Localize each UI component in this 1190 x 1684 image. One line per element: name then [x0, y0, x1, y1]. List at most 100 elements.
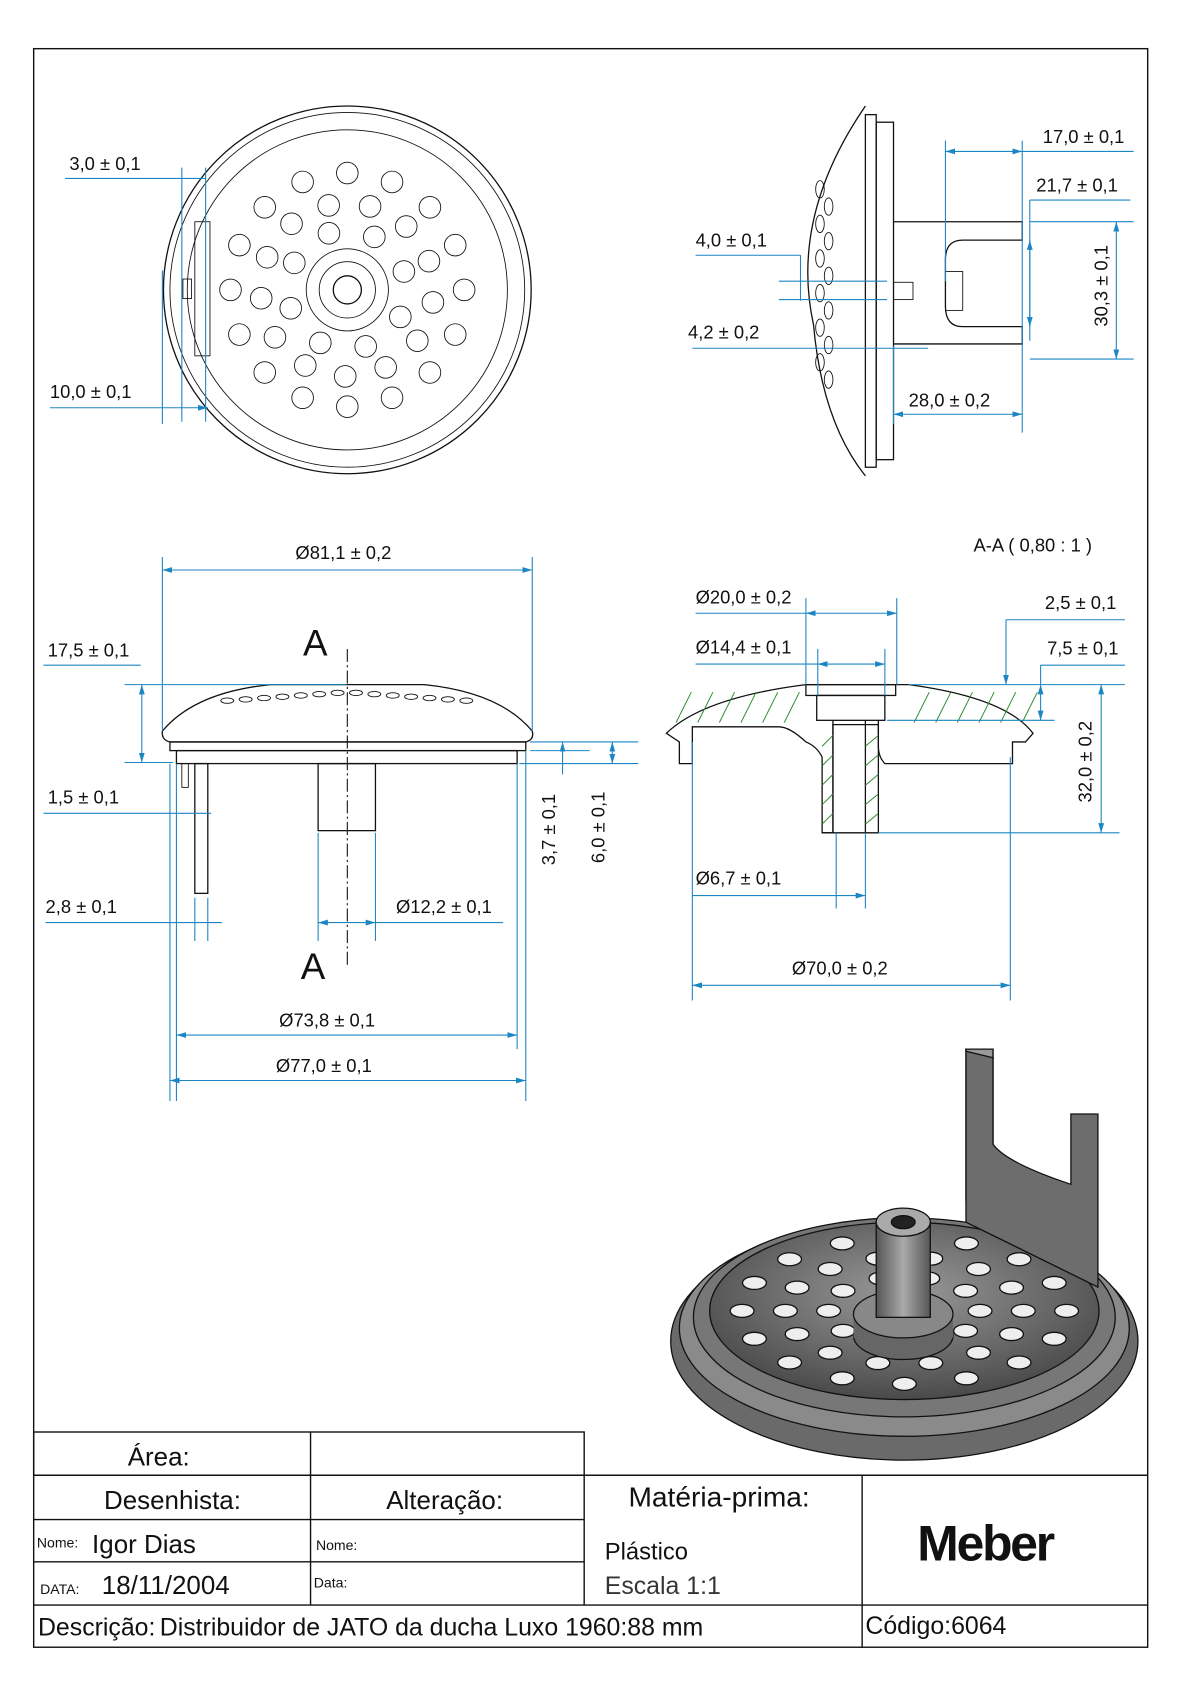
sheet-border: [32, 47, 1149, 1648]
drain-hole: [815, 284, 825, 303]
drain-hole: [918, 1355, 944, 1371]
drain-hole: [815, 180, 825, 199]
dim-3-7: 3,7 ± 0,1: [538, 794, 559, 865]
drain-hole: [443, 233, 467, 257]
drawing-date: 18/11/2004: [102, 1572, 230, 1600]
drain-hole: [823, 232, 834, 251]
dim-6-0: 6,0 ± 0,1: [588, 792, 609, 863]
section-mark-top: A: [303, 622, 328, 663]
hatch-line: [821, 754, 834, 767]
hatch-line: [935, 691, 952, 723]
drain-hole: [283, 251, 306, 275]
dim-30-3: 30,3 ± 0,1: [1091, 245, 1112, 327]
drain-hole: [317, 194, 340, 217]
hatch-line: [740, 691, 757, 723]
change-label: Alteração:: [386, 1487, 503, 1515]
hatch-line: [956, 691, 973, 723]
dim-12-2: Ø12,2 ± 0,1: [396, 896, 492, 917]
material-label: Matéria-prima:: [629, 1482, 810, 1513]
drain-hole: [253, 361, 276, 384]
drain-hole: [228, 323, 251, 346]
drain-hole: [784, 1280, 810, 1295]
hatch-line: [821, 793, 834, 806]
drafter-label: Desenhista:: [104, 1487, 241, 1515]
title-block: Área: Desenhista: Alteração: Nome: Igor …: [32, 1431, 1148, 1648]
drain-hole: [417, 249, 441, 273]
drain-hole: [1006, 1355, 1032, 1370]
meber-logo: Meber: [917, 1516, 1055, 1572]
hatch-line: [865, 735, 879, 747]
drain-hole: [354, 335, 377, 358]
drain-hole: [418, 196, 442, 219]
dim-20-0: Ø20,0 ± 0,2: [696, 587, 792, 608]
hatch-line: [762, 691, 779, 723]
drain-hole: [953, 1236, 979, 1251]
drain-hole: [220, 697, 235, 704]
dim-81-1: Ø81,1 ± 0,2: [295, 542, 391, 563]
drain-hole: [784, 1326, 810, 1342]
drain-hole: [741, 1275, 767, 1291]
drain-hole: [257, 694, 271, 702]
drain-hole: [1054, 1303, 1080, 1318]
drain-hole: [443, 323, 467, 346]
section-title: A-A ( 0,80 : 1 ): [974, 535, 1092, 556]
dim-4-2: 4,2 ± 0,2: [688, 322, 759, 343]
drain-hole: [253, 196, 276, 219]
drain-hole: [358, 195, 382, 218]
drain-hole: [374, 356, 397, 379]
hatch-line: [865, 793, 879, 806]
drain-hole: [459, 697, 474, 704]
drain-hole: [406, 329, 429, 352]
drain-hole: [777, 1252, 803, 1267]
description: Descrição:Distribuidor de JATO da ducha …: [38, 1613, 703, 1641]
drain-hole: [967, 1303, 993, 1318]
drain-hole: [823, 197, 834, 216]
drain-hole: [363, 225, 386, 249]
dim-1-5: 1,5 ± 0,1: [48, 787, 119, 808]
drain-hole: [421, 291, 445, 314]
drain-hole: [333, 365, 357, 388]
change-date-label: Data:: [314, 1575, 348, 1591]
dim-2-8: 2,8 ± 0,1: [46, 896, 117, 917]
dim-4-0: 4,0 ± 0,1: [696, 230, 767, 251]
hatch-line: [865, 774, 879, 786]
drain-hole: [965, 1345, 992, 1360]
date-label: DATA:: [40, 1581, 79, 1597]
drain-hole: [823, 335, 834, 355]
dim-2-5: 2,5 ± 0,1: [1045, 592, 1116, 613]
drain-hole: [965, 1261, 992, 1277]
dim-17-0: 17,0 ± 0,1: [1043, 126, 1125, 147]
drain-hole: [293, 692, 308, 699]
drain-hole: [330, 689, 345, 696]
dim-32-0: 32,0 ± 0,2: [1074, 721, 1095, 803]
top-view: 3,0 ± 0,1 10,0 ± 0,1: [49, 105, 532, 475]
drain-hole: [294, 354, 317, 377]
section-view: A-A ( 0,80 : 1 ) Ø20,0 ± 0,2 Ø14,4 ± 0,1…: [665, 535, 1125, 1001]
drain-hole: [418, 361, 442, 384]
drain-hole: [291, 170, 314, 194]
drain-hole: [255, 245, 279, 269]
drain-hole: [280, 212, 303, 235]
front-view: A A Ø81,1 ± 0,2 17,5 ± 0,1 1,5 ± 0,1 2,8…: [43, 542, 639, 1102]
hatch-line: [865, 754, 879, 767]
drain-hole: [349, 689, 363, 696]
drain-hole: [815, 214, 825, 233]
drain-hole: [404, 693, 419, 700]
drain-hole: [1041, 1331, 1067, 1346]
drain-hole: [394, 215, 418, 238]
drain-hole: [829, 1371, 855, 1386]
drain-hole: [263, 326, 287, 349]
drain-hole: [729, 1303, 755, 1318]
hatch-line: [675, 691, 692, 723]
drain-hole: [1041, 1275, 1067, 1291]
hatch-line: [783, 691, 800, 723]
drain-hole: [823, 370, 834, 389]
material-value: Plástico: [605, 1539, 688, 1566]
drain-hole: [815, 249, 825, 268]
drain-hole: [336, 161, 359, 185]
drain-hole: [275, 693, 290, 700]
section-mark-bottom: A: [301, 946, 326, 987]
name-label: Nome:: [37, 1535, 78, 1551]
drain-hole: [823, 301, 834, 320]
